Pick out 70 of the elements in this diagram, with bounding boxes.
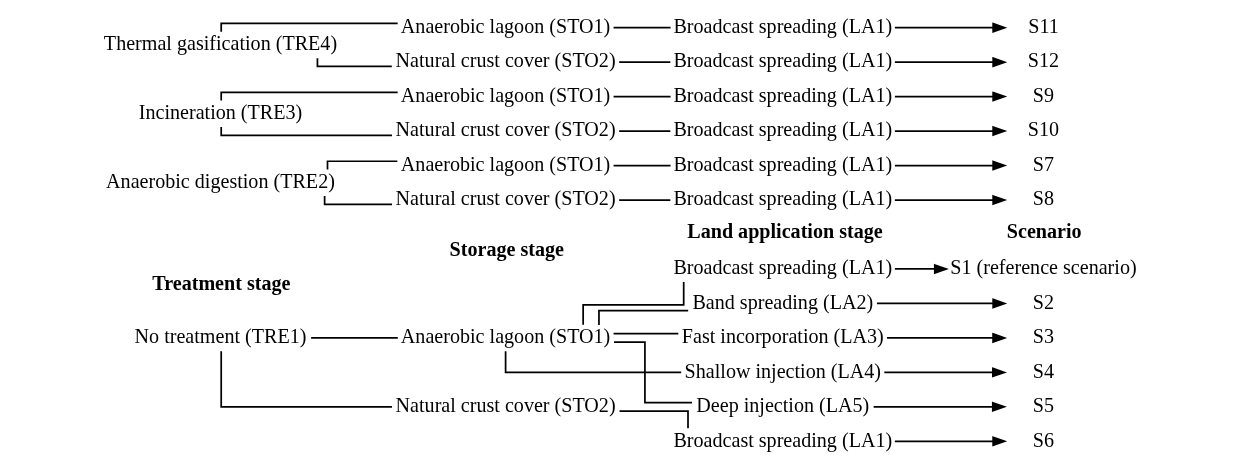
arrow	[894, 125, 1008, 136]
node-text: S1 (reference scenario)	[950, 255, 1137, 278]
node-text: Broadcast spreading (LA1)	[673, 14, 893, 37]
arrow	[883, 366, 1007, 378]
arrow	[894, 21, 1008, 33]
arrow	[894, 263, 949, 274]
arrow	[894, 90, 1008, 102]
node-text: S5	[1032, 393, 1055, 416]
node-text: S6	[1032, 428, 1055, 451]
node-text: S12	[1027, 48, 1060, 71]
node-text: Natural crust cover (STO2)	[395, 48, 616, 71]
node-text: Anaerobic lagoon (STO1)	[400, 152, 611, 175]
connector	[612, 332, 680, 334]
node-text: Broadcast spreading (LA1)	[673, 152, 893, 175]
node-text: Anaerobic lagoon (STO1)	[400, 324, 611, 347]
node-text: Thermal gasification (TRE4)	[103, 31, 338, 54]
connector	[323, 194, 393, 205]
label: Land application stage	[687, 219, 883, 242]
connector	[220, 349, 393, 408]
node-text: S9	[1032, 83, 1055, 106]
connector	[220, 90, 399, 101]
node-text: Broadcast spreading (LA1)	[673, 48, 893, 71]
node-text: Natural crust cover (STO2)	[395, 393, 616, 416]
node-text: Broadcast spreading (LA1)	[673, 83, 893, 106]
arrow	[886, 332, 1008, 343]
arrow	[872, 401, 1007, 412]
node-text: S7	[1032, 152, 1055, 175]
connector	[220, 125, 393, 136]
node-text: Natural crust cover (STO2)	[395, 186, 616, 209]
node-text: Anaerobic lagoon (STO1)	[400, 14, 611, 37]
node-text: Anaerobic lagoon (STO1)	[400, 83, 611, 106]
node-text: No treatment (TRE1)	[134, 324, 307, 347]
connector	[612, 164, 672, 166]
node-text: Broadcast spreading (LA1)	[673, 186, 893, 209]
connector	[612, 95, 672, 97]
connector	[618, 409, 689, 429]
node-text: Band spreading (LA2)	[692, 290, 874, 313]
connector	[612, 26, 672, 29]
connector	[618, 129, 672, 132]
connector	[326, 159, 399, 170]
label: Treatment stage	[152, 271, 291, 294]
connector	[618, 60, 672, 63]
node-text: Broadcast spreading (LA1)	[673, 117, 893, 140]
node-text: S4	[1032, 359, 1055, 382]
node-text: S10	[1027, 117, 1060, 140]
label: Storage stage	[449, 237, 564, 260]
node-text: S11	[1028, 14, 1059, 37]
arrow	[894, 435, 1008, 447]
connector	[582, 280, 685, 326]
node-text: Broadcast spreading (LA1)	[673, 428, 893, 451]
connector	[613, 340, 693, 403]
node-text: Incineration (TRE3)	[138, 100, 303, 123]
node-text: S8	[1032, 186, 1055, 209]
arrow	[876, 297, 1008, 309]
arrow	[894, 194, 1008, 205]
arrow	[894, 56, 1008, 67]
node-text: Fast incorporation (LA3)	[681, 324, 884, 347]
node-text: S2	[1032, 290, 1055, 313]
connector	[618, 198, 672, 201]
node-text: Natural crust cover (STO2)	[395, 117, 616, 140]
node-text: Shallow injection (LA4)	[684, 359, 882, 382]
connector	[504, 349, 682, 373]
node-text: Deep injection (LA5)	[696, 393, 870, 416]
connector	[310, 336, 399, 339]
node-text: Broadcast spreading (LA1)	[673, 255, 893, 278]
label: Scenario	[1006, 219, 1082, 242]
node-text: Anaerobic digestion (TRE2)	[106, 169, 335, 192]
connector	[598, 309, 690, 326]
node-text: S3	[1032, 324, 1055, 347]
arrow	[894, 159, 1008, 171]
